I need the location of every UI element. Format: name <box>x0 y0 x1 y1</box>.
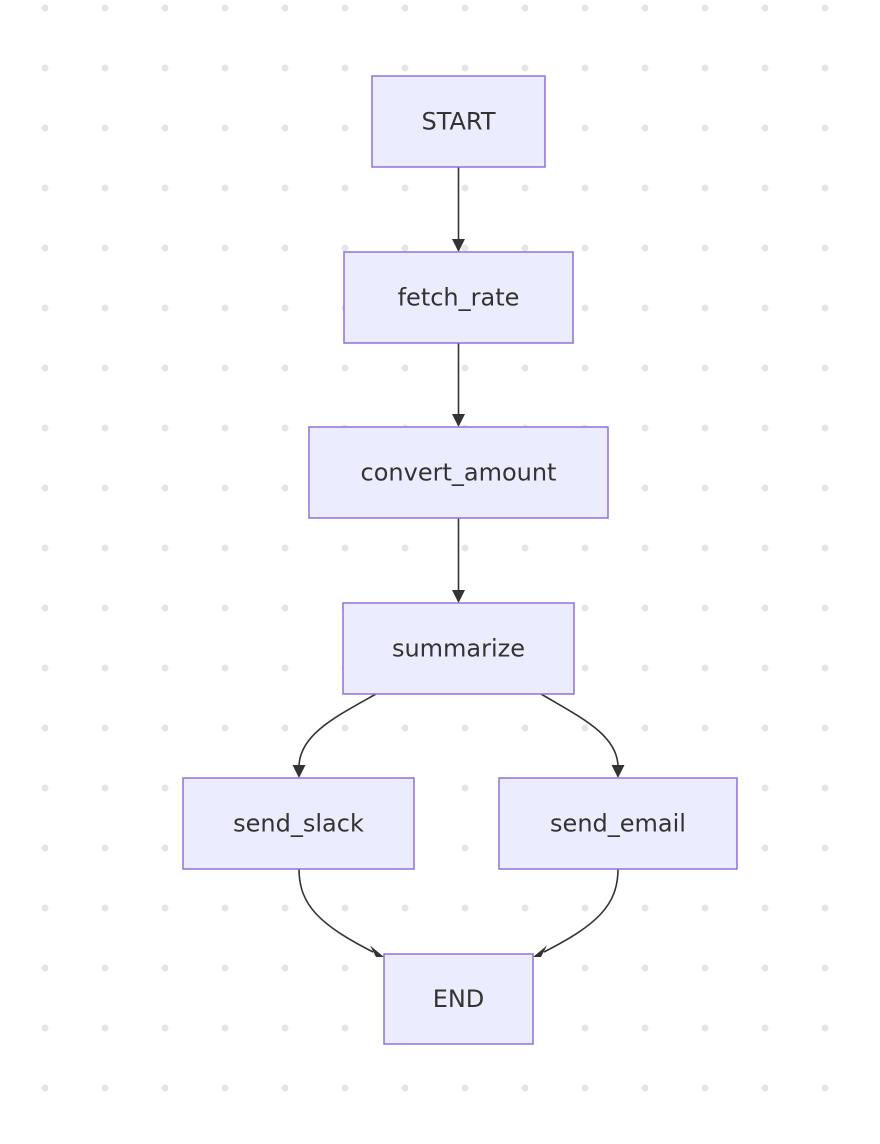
node-fetch-rate-label: fetch_rate <box>398 284 520 312</box>
edges <box>292 167 625 957</box>
arrowhead-summarize-to-send-slack <box>292 765 306 778</box>
node-send-email-label: send_email <box>550 810 686 838</box>
arrowhead-summarize-to-send-email <box>611 765 625 778</box>
node-send-email[interactable]: send_email <box>498 777 738 870</box>
node-end-label: END <box>433 985 485 1013</box>
node-start[interactable]: START <box>371 75 546 168</box>
edge-send-email-to-end <box>543 868 619 953</box>
node-send-slack-label: send_slack <box>233 810 364 838</box>
arrowhead-send-slack-to-end <box>370 945 384 957</box>
node-start-label: START <box>421 108 495 136</box>
node-convert-amount-label: convert_amount <box>361 459 557 487</box>
node-summarize-label: summarize <box>392 635 525 663</box>
edge-send-slack-to-end <box>298 868 374 953</box>
node-convert-amount[interactable]: convert_amount <box>308 426 609 519</box>
node-send-slack[interactable]: send_slack <box>182 777 415 870</box>
arrowhead-send-email-to-end <box>533 945 547 957</box>
arrowhead-convert-amount-to-summarize <box>452 590 465 603</box>
node-end[interactable]: END <box>383 953 534 1045</box>
node-summarize[interactable]: summarize <box>342 602 575 695</box>
edge-summarize-to-send-slack <box>298 693 377 768</box>
arrowhead-start-to-fetch-rate <box>452 239 465 252</box>
node-fetch-rate[interactable]: fetch_rate <box>343 251 574 344</box>
edge-summarize-to-send-email <box>540 693 619 768</box>
arrowhead-fetch-rate-to-convert-amount <box>452 414 465 427</box>
